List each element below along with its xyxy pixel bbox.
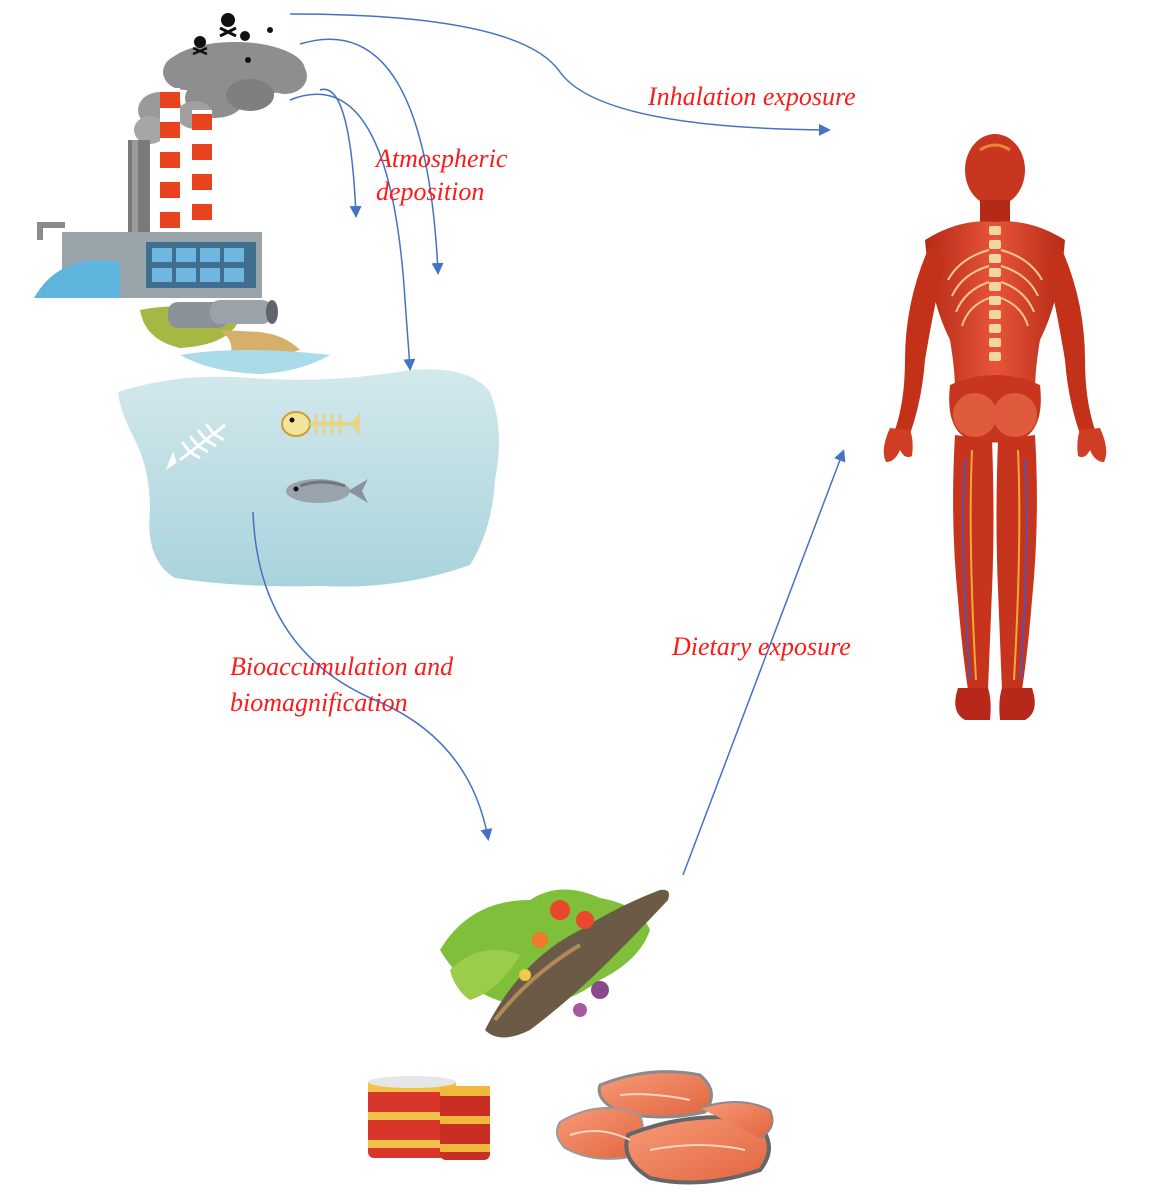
atmospheric-deposition-label-line1: Atmospheric (376, 144, 508, 173)
deposition-arrow-3 (289, 93, 416, 371)
dietary-arrow (682, 449, 846, 876)
water-body-icon (118, 369, 499, 587)
live-fish-icon (286, 479, 368, 503)
deposition-arrow-1 (319, 88, 362, 218)
deposition-arrow-2 (299, 38, 444, 275)
bioaccumulation-arrow (252, 511, 493, 841)
factory-icon (34, 13, 307, 298)
human-anatomy-icon (883, 134, 1107, 720)
skull-crossbones-icon (192, 13, 273, 63)
cooked-fish-dish-icon (440, 889, 669, 1038)
smoke-cloud-icon (134, 42, 307, 144)
canned-fish-icon (368, 1076, 490, 1160)
bioaccumulation-label-line2: biomagnification (230, 688, 408, 717)
inhalation-arrow (289, 13, 831, 136)
bioaccumulation-label-line1: Bioaccumulation and (230, 652, 454, 681)
atmospheric-deposition-label-line2: deposition (376, 177, 485, 206)
dietary-exposure-label: Dietary exposure (672, 632, 851, 661)
inhalation-exposure-label: Inhalation exposure (648, 82, 856, 111)
salmon-steak-icon (555, 1070, 774, 1185)
drain-pipe-icon (140, 300, 330, 374)
fish-skeleton-icon (165, 423, 226, 470)
fish-skeleton-icon (281, 411, 360, 437)
